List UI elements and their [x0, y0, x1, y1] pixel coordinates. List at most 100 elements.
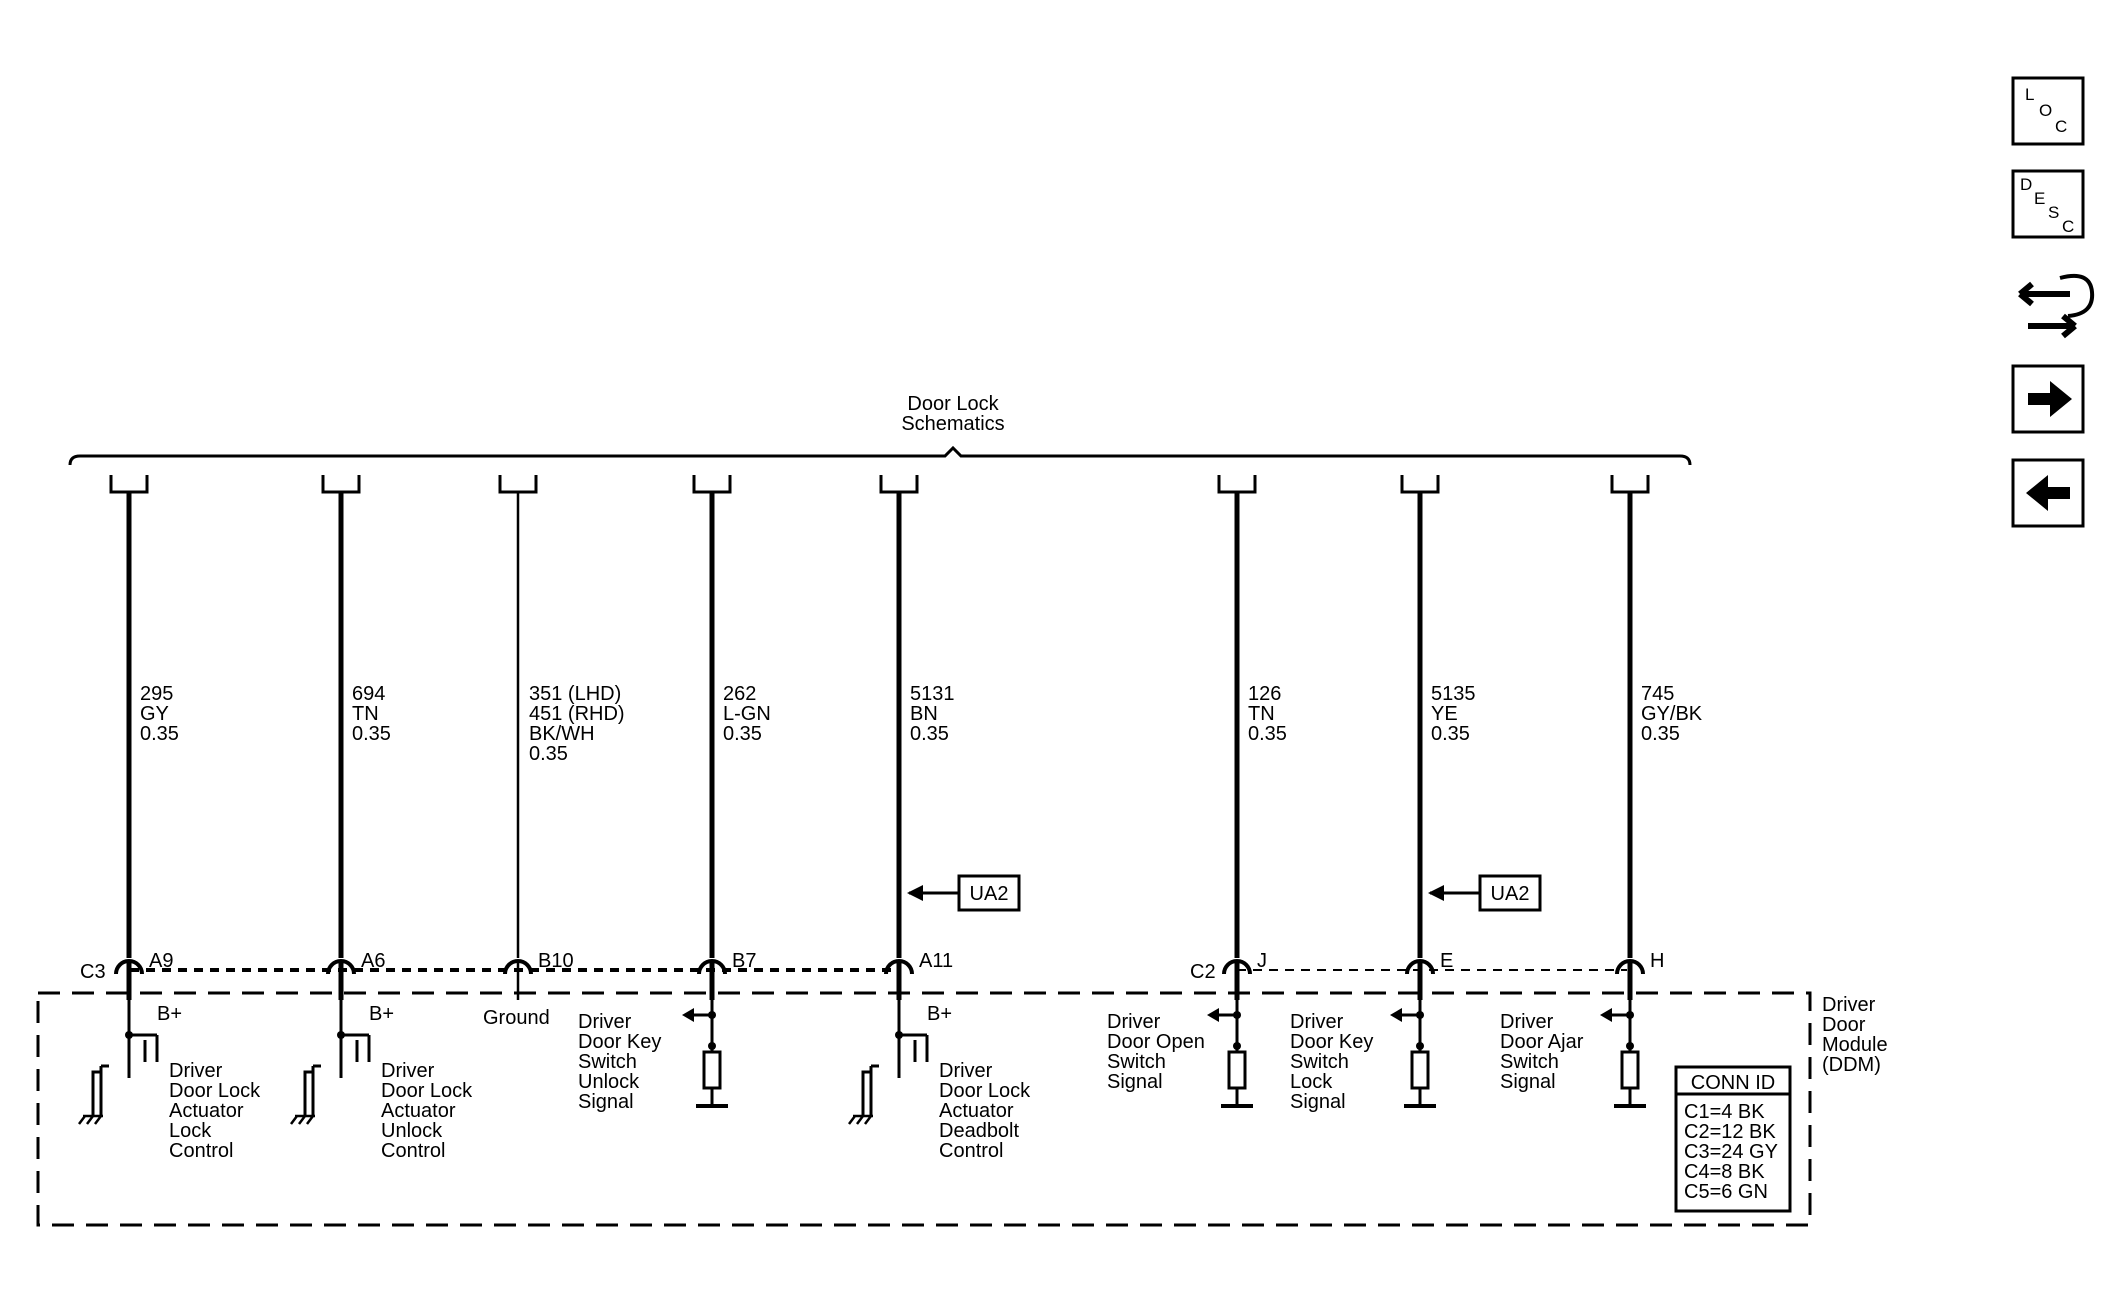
wire-label: 0.35 [1431, 723, 1470, 745]
pin-label: A9 [149, 950, 173, 972]
conn-id-row: C2=12 BK [1684, 1121, 1776, 1143]
component-description: Signal [1290, 1091, 1346, 1113]
wire-label: GY [140, 703, 169, 725]
wire-label: 262 [723, 683, 756, 705]
wire-label: 5135 [1431, 683, 1476, 705]
wire-label: L-GN [723, 703, 771, 725]
loc-button[interactable]: L O C [2011, 76, 2085, 146]
conn-id-row: C5=6 GN [1684, 1181, 1768, 1203]
wire-label: 0.35 [140, 723, 179, 745]
supply-label: B+ [927, 1003, 952, 1025]
connector-pin-terminal [114, 959, 144, 975]
ground-symbol [848, 1114, 873, 1125]
wire-label: YE [1431, 703, 1458, 725]
component-description: Driver [1107, 1011, 1161, 1033]
component-description: Deadbolt [939, 1120, 1020, 1142]
component-description: Door Ajar [1500, 1031, 1584, 1053]
component-description: Lock [169, 1120, 212, 1142]
pull-resistor [1620, 1050, 1640, 1090]
component-description: Door Key [578, 1031, 661, 1053]
wire-label: 0.35 [529, 743, 568, 765]
option-label: UA2 [970, 883, 1009, 905]
component-description: Door Lock [169, 1080, 261, 1102]
ddm-module-name: Driver Door Module (DDM) [1822, 994, 1888, 1076]
wire-label: 0.35 [910, 723, 949, 745]
module-name-line: Module [1822, 1034, 1888, 1056]
option-box [957, 874, 1021, 912]
desc-icon: D [2020, 175, 2032, 194]
wire-label: BK/WH [529, 723, 595, 745]
driver-switch [341, 1033, 371, 1062]
desc-icon-letter: S [2048, 203, 2059, 222]
module-name-line: Driver [1822, 994, 1876, 1016]
pin-label: A6 [361, 950, 385, 972]
connector-pin-terminal [1615, 959, 1645, 975]
harness-connector-bracket [1400, 475, 1440, 494]
loc-icon-letter: C [2055, 117, 2067, 136]
driver-switch [899, 1033, 929, 1062]
component-flow-button[interactable] [2018, 273, 2095, 339]
conn-id-row: C3=24 GY [1684, 1141, 1778, 1163]
wire-label: 745 [1641, 683, 1674, 705]
connector-pin-terminal [1405, 959, 1435, 975]
wire-label: GY/BK [1641, 703, 1703, 725]
connector-c3-label: C3 [80, 961, 106, 983]
desc-button[interactable]: D E S C [2011, 169, 2085, 239]
previous-page-button[interactable] [2011, 458, 2085, 528]
wire-label: 0.35 [723, 723, 762, 745]
arrow-right-icon [2028, 381, 2072, 417]
pin-label: A11 [919, 950, 953, 972]
component-flow-icon [2018, 273, 2095, 339]
supply-label: B+ [157, 1003, 182, 1025]
harness-connector-bracket [109, 475, 149, 494]
component-description: Driver [939, 1060, 993, 1082]
ground-symbol [78, 1114, 103, 1125]
harness-connector-bracket [321, 475, 361, 494]
schematic-title-line2: Schematics [901, 413, 1004, 435]
conn-id-title: CONN ID [1691, 1072, 1775, 1094]
pin-label: H [1650, 950, 1664, 972]
driver-switch [129, 1033, 159, 1062]
component-description: Actuator [939, 1100, 1014, 1122]
conn-id-table: CONN ID C1=4 BK C2=12 BK C3=24 GY C4=8 B… [1674, 1065, 1792, 1213]
wire-label: 351 (LHD) [529, 683, 621, 705]
component-description: Switch [1107, 1051, 1166, 1073]
option-arrow [1428, 885, 1444, 901]
pin-label: B10 [538, 950, 574, 972]
driver-output [99, 1064, 131, 1115]
ground-lead [303, 1070, 313, 1115]
conn-id-row: C1=4 BK [1684, 1101, 1765, 1123]
wire-label: 0.35 [1641, 723, 1680, 745]
component-description: Switch [1500, 1051, 1559, 1073]
signal-input-arrow [682, 1008, 694, 1022]
connector-pin-terminal [326, 959, 356, 975]
driver-output [869, 1064, 901, 1115]
next-page-button[interactable] [2011, 364, 2085, 434]
component-description: Control [169, 1140, 233, 1162]
loc-icon: L [2025, 85, 2034, 104]
component-description: Control [381, 1140, 445, 1162]
component-description: Driver [578, 1011, 632, 1033]
connector-pin-terminal [697, 959, 727, 975]
component-description: Door Open [1107, 1031, 1205, 1053]
pin-label: B7 [732, 950, 756, 972]
pull-resistor [1410, 1050, 1430, 1090]
harness-connector-bracket [498, 475, 538, 494]
junction-dot [1233, 1042, 1241, 1050]
junction-dot [1416, 1042, 1424, 1050]
option-arrow [907, 885, 923, 901]
wire-label: 126 [1248, 683, 1281, 705]
signal-input-arrow [1600, 1008, 1612, 1022]
component-description: Door Lock [939, 1080, 1031, 1102]
arrow-left-icon [2026, 475, 2070, 511]
component-description: Switch [578, 1051, 637, 1073]
component-description: Driver [1290, 1011, 1344, 1033]
